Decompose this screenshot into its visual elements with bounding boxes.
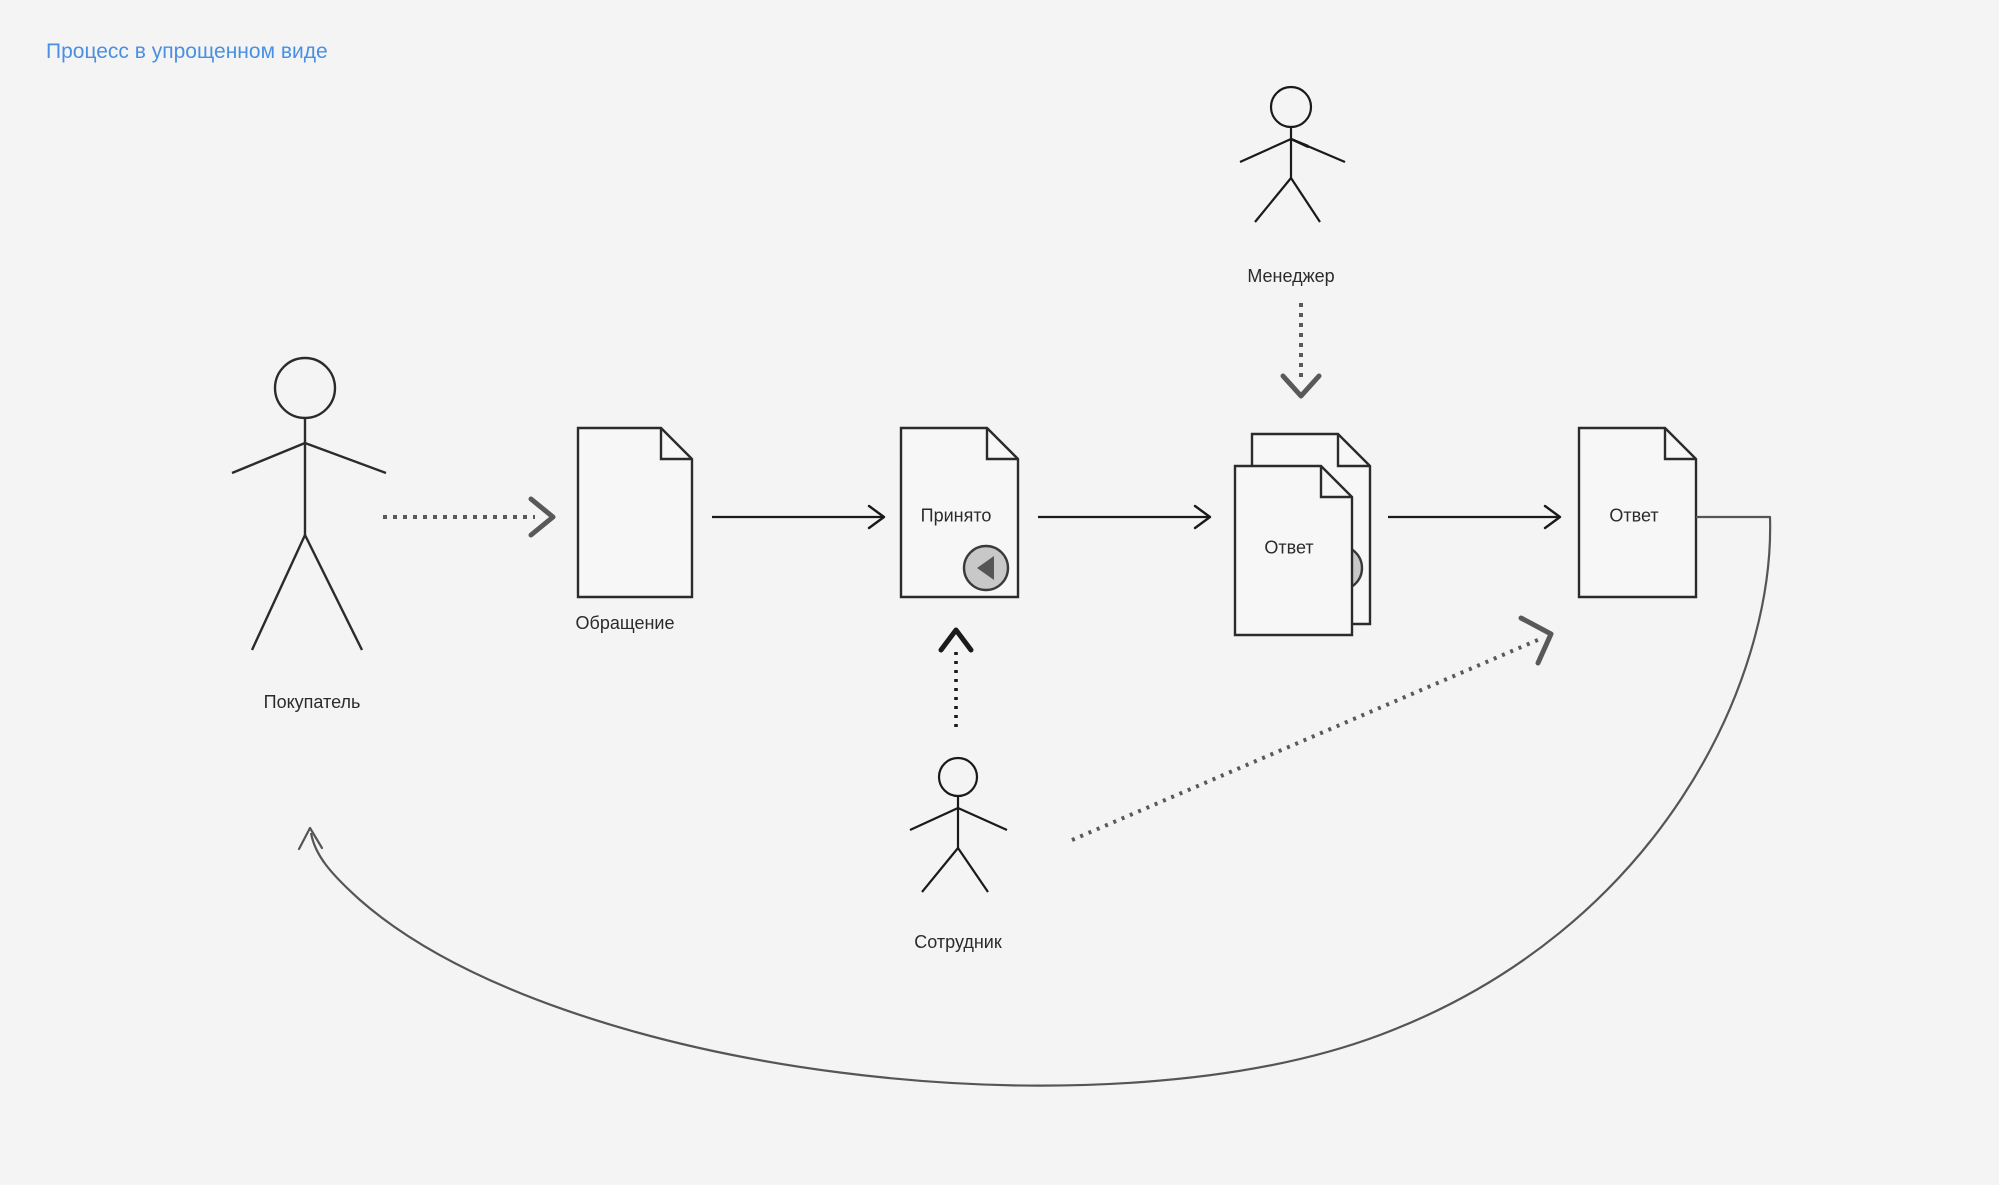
return-arc-arrowhead-icon <box>297 826 324 851</box>
actor-manager-label: Менеджер <box>1247 266 1335 286</box>
manager-head-icon <box>1269 85 1313 129</box>
connector-answer-return-to-buyer <box>297 515 1772 1087</box>
employee-head-icon <box>937 756 979 798</box>
connector-manager-to-answerstack <box>1280 303 1322 399</box>
buyer-appeal-arrowhead-icon <box>528 496 556 538</box>
buyer-arm-left-icon <box>231 441 306 475</box>
connector-employee-to-accepted <box>938 627 974 727</box>
document-answer-final-text: Ответ <box>1609 505 1659 526</box>
employee-answer-arrowhead-icon <box>1518 615 1554 666</box>
return-arc-line <box>309 515 1772 1087</box>
buyer-arm-right-icon <box>304 441 387 475</box>
actor-employee[interactable] <box>909 756 1008 893</box>
manager-leg-left-icon <box>1254 177 1292 223</box>
appeal-doc-shape-icon <box>576 426 694 599</box>
answer-front-doc-shape-icon <box>1233 464 1354 637</box>
manager-arm-right-full-icon <box>1290 137 1346 164</box>
appeal-doc-fold-icon <box>659 428 692 461</box>
answer-final-doc-fold-icon <box>1663 428 1696 461</box>
answer-front-doc-fold-icon <box>1319 466 1352 499</box>
employee-arm-right-icon <box>957 806 1008 832</box>
connector-buyer-to-appeal <box>383 496 556 538</box>
document-accepted-text: Принято <box>920 505 992 526</box>
employee-leg-left-icon <box>921 847 959 893</box>
answerstack-answer-arrowhead-icon <box>1543 504 1562 530</box>
document-answer-stack-text: Ответ <box>1264 537 1314 558</box>
page-title: Процесс в упрощенном виде <box>46 40 328 63</box>
document-accepted[interactable] <box>899 426 1020 599</box>
connector-accepted-to-answerstack <box>1038 504 1212 530</box>
manager-arm-left-icon <box>1239 137 1292 164</box>
actor-buyer-label: Покупатель <box>263 692 361 712</box>
buyer-leg-left-icon <box>250 534 307 651</box>
actor-employee-label: Сотрудник <box>914 932 1002 952</box>
manager-answerstack-arrowhead-icon <box>1280 373 1322 399</box>
manager-leg-right-icon <box>1290 177 1321 223</box>
connector-answerstack-to-answer <box>1388 504 1562 530</box>
buyer-head-icon <box>273 356 337 420</box>
employee-answer-line <box>1071 637 1541 842</box>
answer-back-doc-fold-icon <box>1336 434 1370 468</box>
document-appeal-label: Обращение <box>575 613 675 633</box>
accepted-doc-fold-icon <box>985 428 1018 461</box>
accepted-answerstack-arrowhead-icon <box>1193 504 1212 530</box>
buyer-leg-right-icon <box>303 534 364 651</box>
actor-buyer[interactable] <box>231 356 387 651</box>
play-left-icon <box>977 556 994 580</box>
actor-manager[interactable] <box>1239 85 1346 223</box>
document-answer-stack[interactable] <box>1233 432 1372 637</box>
accepted-status-badge[interactable] <box>962 544 1010 592</box>
answer-final-doc-shape-icon <box>1577 426 1698 599</box>
document-appeal[interactable] <box>576 426 694 599</box>
employee-accepted-arrowhead-icon <box>938 627 974 653</box>
appeal-accepted-arrowhead-icon <box>867 504 886 530</box>
connector-employee-to-answer <box>1071 615 1554 842</box>
employee-arm-left-icon <box>909 807 959 831</box>
employee-leg-right-icon <box>957 847 989 893</box>
document-answer-final[interactable] <box>1577 426 1698 599</box>
connector-appeal-to-accepted <box>712 504 886 530</box>
